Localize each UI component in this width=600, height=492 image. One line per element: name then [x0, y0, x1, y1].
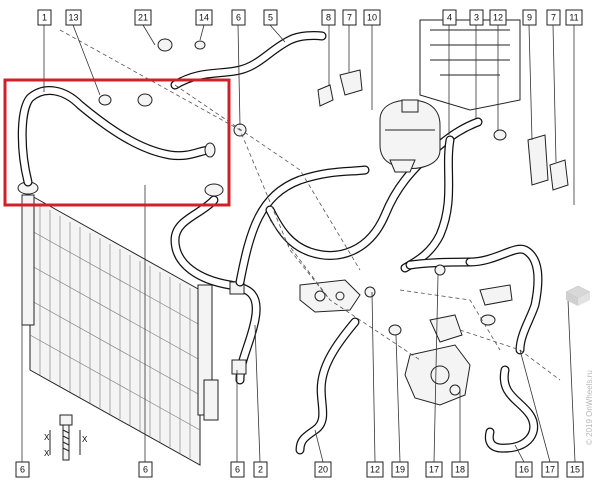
hose-16	[484, 365, 539, 453]
hose-engine-outlet	[235, 165, 370, 287]
engine-block-outline	[419, 19, 521, 111]
label-16: 16	[515, 461, 533, 478]
annotation-x2: X	[44, 449, 50, 458]
label-12-bottom: 12	[366, 461, 384, 478]
label-3: 3	[469, 9, 484, 26]
svg-text:16: 16	[519, 465, 529, 475]
svg-text:6: 6	[236, 13, 241, 23]
bolt-detail: X X X	[44, 414, 88, 461]
label-7-top-b: 7	[546, 9, 561, 26]
svg-text:2: 2	[258, 465, 263, 475]
hose-20	[295, 317, 360, 455]
label-20: 20	[314, 461, 332, 478]
svg-text:20: 20	[318, 465, 328, 475]
label-21: 21	[134, 9, 152, 26]
svg-text:8: 8	[326, 13, 331, 23]
label-1: 1	[37, 9, 52, 26]
label-12-top: 12	[489, 9, 507, 26]
label-13: 13	[65, 9, 82, 26]
hose-top-bypass	[170, 31, 327, 90]
svg-text:11: 11	[569, 13, 578, 23]
svg-text:15: 15	[570, 465, 580, 475]
annotation-x1: X	[44, 433, 50, 442]
label-6-bottom-a: 6	[15, 461, 30, 478]
svg-text:6: 6	[235, 465, 240, 475]
hose-upper-radiator	[17, 86, 216, 187]
svg-text:12: 12	[493, 13, 503, 23]
hose-lower-radiator	[170, 195, 261, 385]
label-11: 11	[565, 9, 583, 26]
label-18: 18	[451, 461, 469, 478]
svg-text:17: 17	[429, 465, 439, 475]
label-6-bottom-b: 6	[138, 461, 153, 478]
label-10: 10	[363, 9, 381, 26]
label-14: 14	[195, 9, 213, 26]
label-6-bottom-c: 6	[230, 461, 245, 478]
radiator	[17, 181, 224, 466]
expansion-tank	[379, 99, 441, 173]
label-8: 8	[321, 9, 336, 26]
water-pump-assembly	[404, 314, 471, 406]
label-17-bottom-b: 17	[541, 461, 559, 478]
svg-text:9: 9	[527, 13, 532, 23]
label-5: 5	[263, 9, 278, 26]
hose-clamps	[98, 38, 507, 336]
label-2: 2	[253, 461, 268, 478]
svg-text:10: 10	[367, 13, 377, 23]
label-6-top: 6	[231, 9, 246, 26]
svg-text:19: 19	[395, 465, 405, 475]
highlight-box	[3, 78, 231, 207]
svg-text:6: 6	[20, 465, 25, 475]
label-19: 19	[391, 461, 409, 478]
watermark-logo	[565, 285, 591, 306]
svg-text:14: 14	[199, 13, 209, 23]
svg-text:3: 3	[474, 13, 479, 23]
svg-text:12: 12	[370, 465, 380, 475]
label-15: 15	[566, 461, 584, 478]
svg-text:21: 21	[138, 13, 148, 23]
leader-lines	[21, 24, 576, 463]
svg-text:1: 1	[42, 13, 47, 23]
hose-heater-feed	[405, 244, 543, 355]
svg-text:7: 7	[347, 13, 352, 23]
svg-text:13: 13	[68, 13, 78, 23]
brackets	[317, 69, 569, 306]
thermostat-housing	[299, 279, 361, 313]
svg-text:18: 18	[455, 465, 465, 475]
svg-text:7: 7	[551, 13, 556, 23]
svg-text:5: 5	[268, 13, 273, 23]
annotation-x3: X	[82, 435, 88, 444]
svg-text:6: 6	[143, 465, 148, 475]
label-4: 4	[442, 9, 457, 26]
label-9: 9	[522, 9, 537, 26]
svg-text:4: 4	[447, 13, 452, 23]
watermark-text: © 2019 OnWheels.ru	[585, 370, 594, 445]
svg-text:17: 17	[545, 465, 555, 475]
label-17-bottom-a: 17	[425, 461, 443, 478]
label-7-top-a: 7	[342, 9, 357, 26]
